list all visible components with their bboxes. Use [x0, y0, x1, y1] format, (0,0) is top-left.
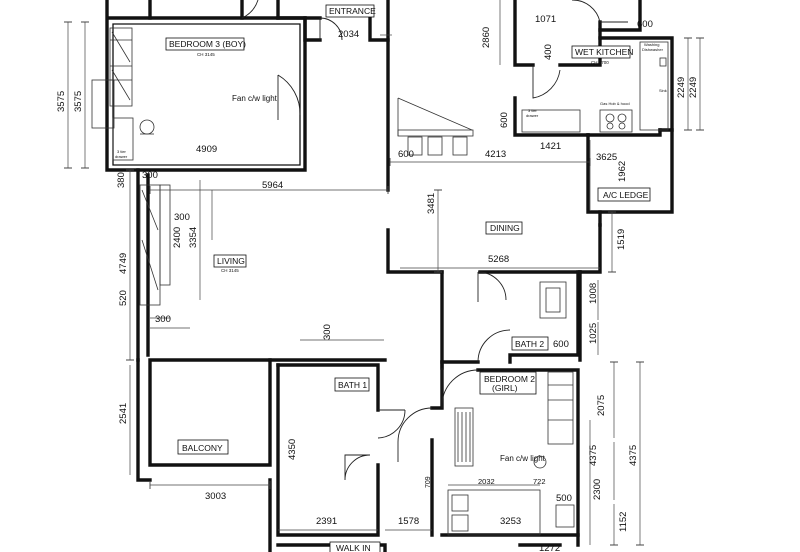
- dim-600-mid: 600: [398, 149, 414, 160]
- label-box-living: [213, 254, 247, 268]
- dim-300-d: 300: [322, 324, 333, 340]
- dim-3481: 3481: [426, 193, 437, 214]
- label-box-dining: [485, 221, 523, 235]
- dimension-labels: 2034 1071 600 2860 400 600 2249 2249 357…: [56, 14, 699, 552]
- dim-1962: 1962: [617, 161, 628, 182]
- bedroom3-drawer-note-line2: drawer: [115, 154, 128, 159]
- washing-machine-note-line1: Washing: [644, 42, 659, 47]
- room-label-bedroom3: BEDROOM 3 (BOY): [169, 39, 246, 49]
- room-label-bedroom2-line2: (GIRL): [492, 383, 518, 393]
- dim-2034: 2034: [338, 29, 359, 40]
- label-box-bath2: [511, 336, 549, 351]
- dim-4375a: 4375: [588, 445, 599, 466]
- dim-300-c: 300: [155, 314, 171, 325]
- dim-4375b: 4375: [628, 445, 639, 466]
- doors: [241, 0, 628, 481]
- dimension-lines: [64, 0, 704, 546]
- label-box-entrance: [325, 4, 375, 18]
- dim-2300: 2300: [592, 479, 603, 500]
- bedroom3-drawer-note-line1: 3 tier: [117, 149, 127, 154]
- bedroom3-ceiling-height: CH 3145: [197, 52, 215, 57]
- dim-2541: 2541: [118, 403, 129, 424]
- dim-4350: 4350: [287, 439, 298, 460]
- dim-600-top: 600: [637, 19, 653, 30]
- room-label-balcony: BALCONY: [182, 443, 223, 453]
- dim-4909: 4909: [196, 144, 217, 155]
- room-label-bath2: BATH 2: [515, 339, 544, 349]
- dim-1421: 1421: [540, 141, 561, 152]
- sink-note: Sink: [659, 88, 667, 93]
- label-box-bath1: [334, 377, 370, 392]
- kitchen-drawer-note-line2: drawer: [526, 113, 539, 118]
- dim-1008: 1008: [588, 283, 599, 304]
- dim-2075: 2075: [596, 395, 607, 416]
- label-box-ac-ledge: [597, 187, 651, 202]
- dim-1578: 1578: [398, 516, 419, 527]
- dim-1519: 1519: [616, 229, 627, 250]
- kitchen-drawer-note-line1: 3 tier: [528, 108, 538, 113]
- dim-3003: 3003: [205, 491, 226, 502]
- room-label-dining: DINING: [490, 223, 520, 233]
- wet-kitchen-ceiling-height: CH 2700: [591, 60, 609, 65]
- dim-709: 709: [425, 476, 432, 488]
- dim-2032: 2032: [478, 477, 495, 486]
- dim-400: 400: [543, 44, 554, 60]
- label-box-bedroom2: [479, 371, 537, 395]
- living-ceiling-height: CH 3145: [221, 268, 239, 273]
- room-label-living: LIVING: [217, 256, 245, 266]
- dim-300-a: 300: [142, 170, 158, 181]
- walls: [105, 0, 674, 552]
- dim-3253: 3253: [500, 516, 521, 527]
- dim-1152: 1152: [618, 512, 629, 532]
- dim-500: 500: [556, 493, 572, 504]
- label-box-wet-kitchen: [571, 45, 631, 59]
- label-box-bedroom3: [165, 37, 245, 51]
- dim-3575a: 3575: [56, 91, 67, 112]
- dim-600-bath2: 600: [553, 339, 569, 350]
- dim-3354: 3354: [188, 227, 199, 248]
- notes: Fan c/w light Fan c/w light Gas Hob & ho…: [115, 42, 667, 463]
- dim-2249b: 2249: [688, 77, 699, 98]
- dim-5268: 5268: [488, 254, 509, 265]
- room-label-bedroom2-line1: BEDROOM 2: [484, 374, 535, 384]
- room-label-walk-in: WALK IN: [336, 543, 371, 552]
- dim-2391: 2391: [316, 516, 337, 527]
- dim-5964: 5964: [262, 180, 283, 191]
- fan-note-bedroom3: Fan c/w light: [232, 94, 278, 103]
- washing-machine-note-line2: Dishwasher: [642, 47, 664, 52]
- dim-4213: 4213: [485, 149, 506, 160]
- label-box-balcony: [177, 439, 229, 455]
- gas-hob-note: Gas Hob & hood: [600, 101, 630, 106]
- label-box-walk-in: [329, 541, 381, 552]
- dim-3575b: 3575: [73, 91, 84, 112]
- furniture: [91, 27, 669, 536]
- dim-1025: 1025: [588, 323, 599, 344]
- dim-520: 520: [118, 290, 129, 306]
- room-label-ac-ledge: A/C LEDGE: [603, 190, 649, 200]
- dim-2860: 2860: [481, 27, 492, 48]
- dim-722: 722: [533, 477, 546, 486]
- fan-note-bedroom2: Fan c/w light: [500, 454, 546, 463]
- dim-3625: 3625: [596, 152, 617, 163]
- dim-2400: 2400: [172, 227, 183, 248]
- dim-1272: 1272: [539, 543, 560, 552]
- dim-380: 380: [116, 172, 127, 188]
- room-labels: ENTRANCE BEDROOM 3 (BOY) CH 3145 WET KIT…: [165, 4, 651, 552]
- room-label-wet-kitchen: WET KITCHEN: [575, 47, 633, 57]
- room-label-entrance: ENTRANCE: [329, 6, 376, 16]
- dim-1071: 1071: [535, 14, 556, 25]
- dim-2249a: 2249: [676, 77, 687, 98]
- dim-600-kitchen: 600: [499, 112, 510, 128]
- room-label-bath1: BATH 1: [338, 380, 367, 390]
- dim-4749: 4749: [118, 253, 129, 274]
- dim-300-b: 300: [174, 212, 190, 223]
